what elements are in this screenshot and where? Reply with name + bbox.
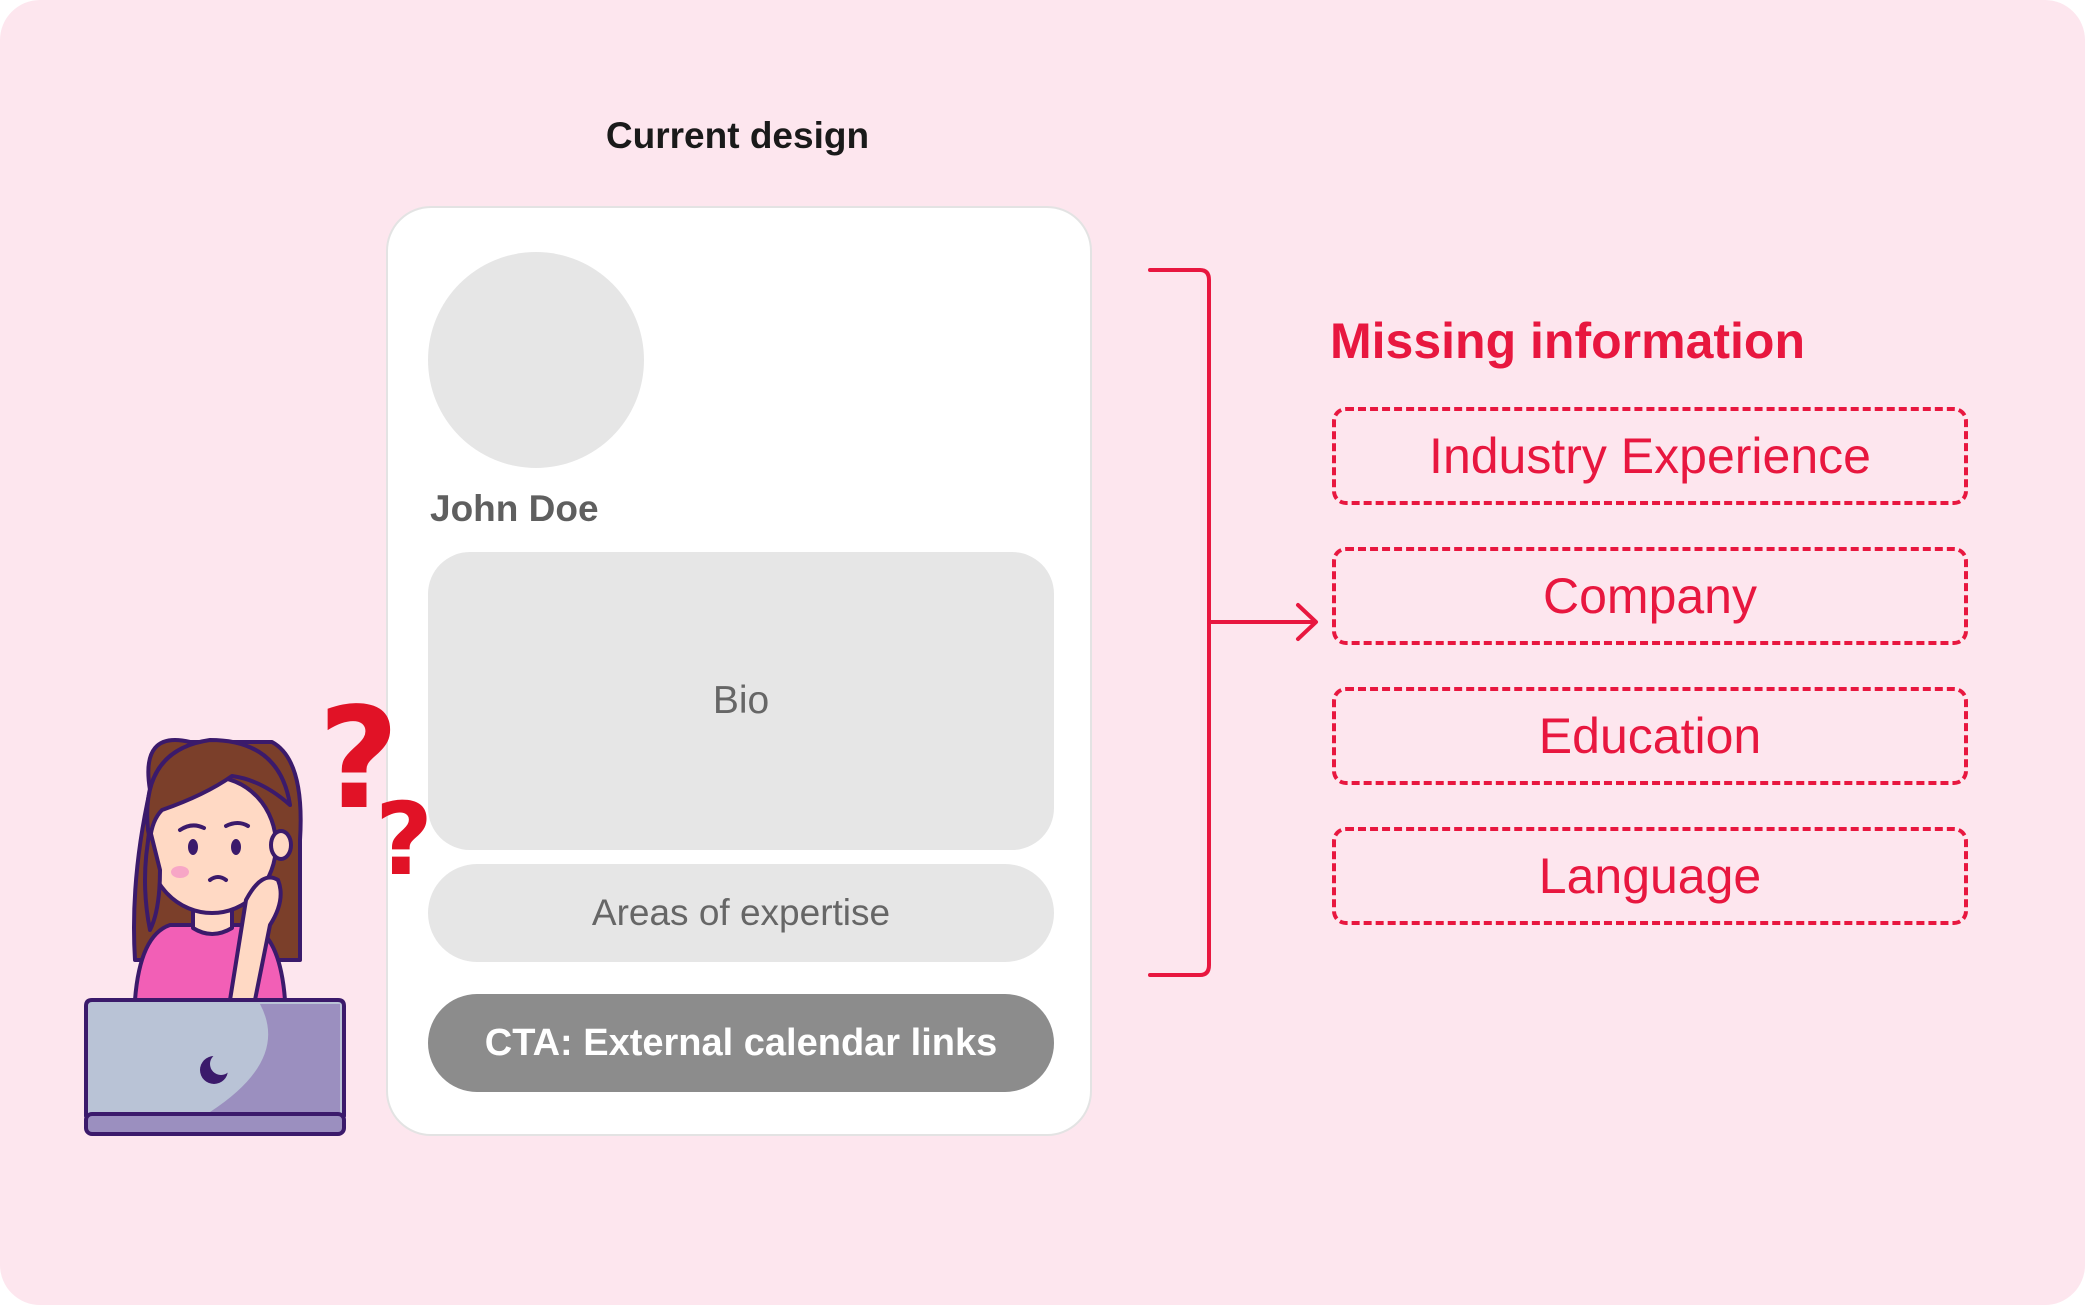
missing-item-company: Company — [1332, 547, 1968, 645]
current-design-title: Current design — [605, 115, 870, 156]
profile-card: John Doe Bio Areas of expertise CTA: Ext… — [386, 206, 1092, 1136]
eyebrow-right — [224, 821, 250, 828]
laptop-screen-shade — [210, 1004, 340, 1112]
avatar-placeholder — [428, 252, 644, 468]
profile-name: John Doe — [430, 488, 599, 529]
eye-left — [188, 839, 198, 855]
hair-front — [145, 738, 292, 842]
cta-label: CTA: External calendar links — [484, 1021, 998, 1064]
missing-info-title: Missing information — [1330, 313, 1805, 369]
eye-right — [231, 839, 241, 855]
ear — [269, 829, 293, 861]
hair-strand — [143, 828, 162, 932]
cta-button[interactable]: CTA: External calendar links — [428, 994, 1054, 1092]
hand — [228, 875, 283, 1002]
missing-item-label: Company — [1543, 568, 1757, 624]
expertise-block: Areas of expertise — [428, 864, 1054, 962]
laptop-base — [84, 1112, 346, 1136]
bio-block: Bio — [428, 552, 1054, 850]
missing-item-education: Education — [1332, 687, 1968, 785]
missing-item-industry-experience: Industry Experience — [1332, 407, 1968, 505]
missing-item-label: Language — [1538, 848, 1762, 904]
missing-item-label: Education — [1538, 708, 1762, 764]
arrow-head-icon — [1296, 603, 1318, 641]
mouth — [208, 875, 228, 882]
moon-icon-cutout — [210, 1053, 232, 1075]
blush-left — [171, 866, 189, 878]
missing-item-label: Industry Experience — [1429, 428, 1871, 484]
bio-label: Bio — [712, 679, 770, 722]
expertise-label: Areas of expertise — [591, 892, 891, 933]
eyebrow-left — [178, 823, 206, 832]
question-mark-large-icon: ? — [318, 678, 400, 841]
question-mark-small-icon: ? — [375, 781, 434, 898]
missing-item-language: Language — [1332, 827, 1968, 925]
